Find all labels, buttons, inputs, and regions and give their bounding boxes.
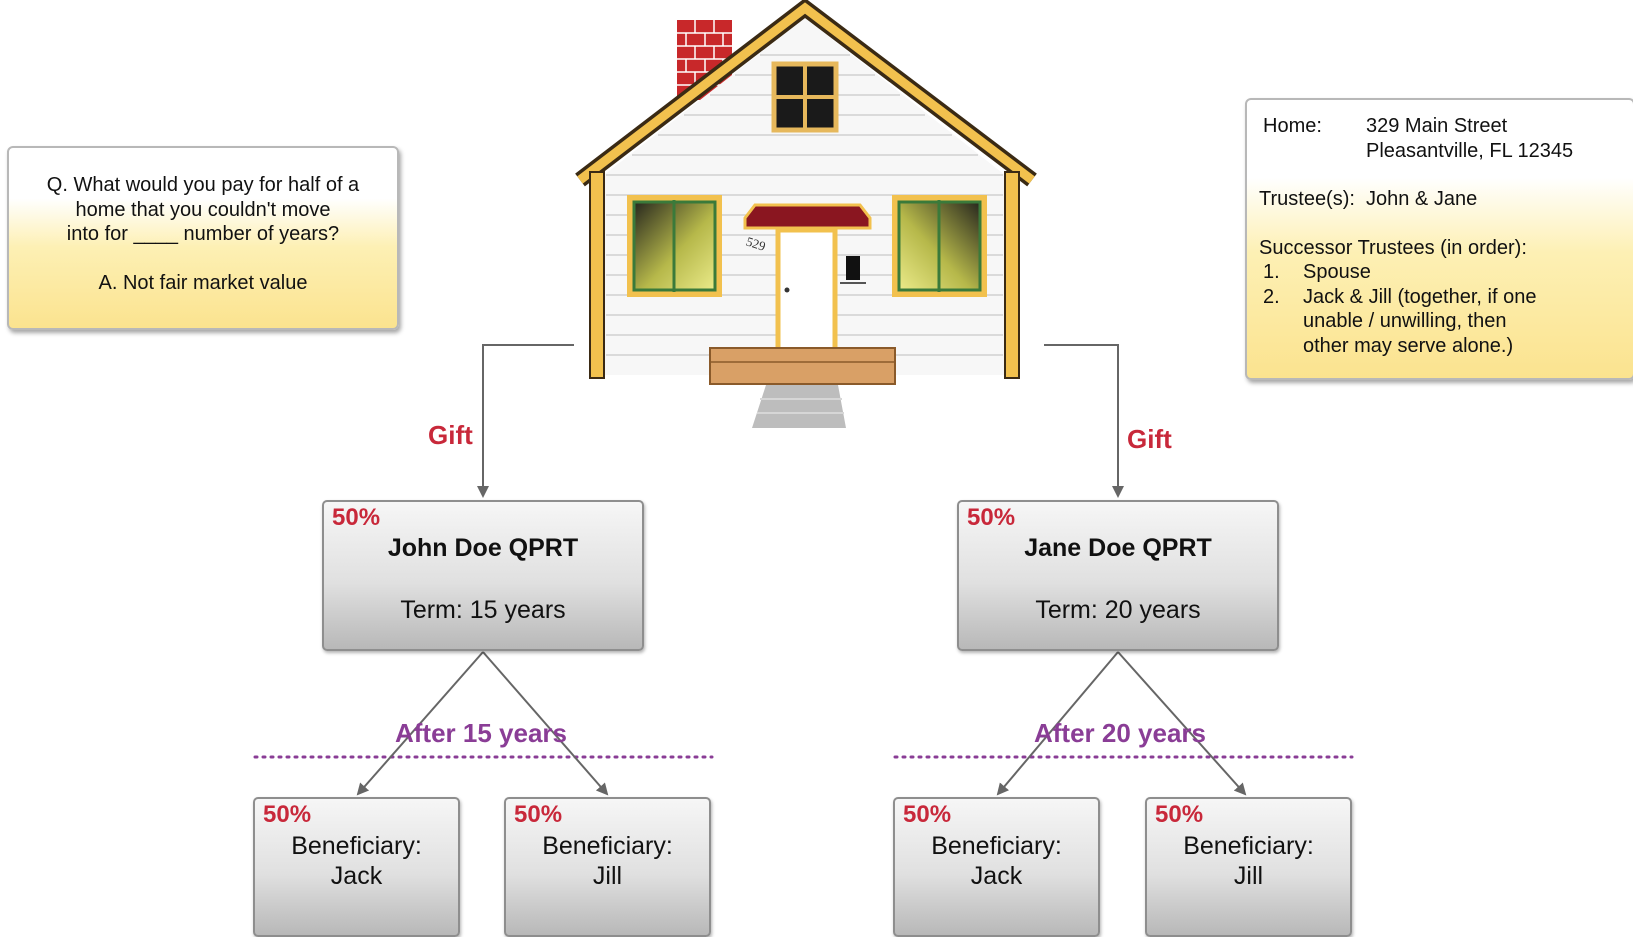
house-illustration: 529 — [575, 0, 1037, 428]
successor-text: Jack & Jill (together, if one — [1303, 285, 1537, 308]
trustees-label: Trustee(s): — [1259, 188, 1355, 210]
trustees-row: Trustee(s): John & Jane — [1259, 187, 1633, 212]
beneficiary-box-john-jill: 50% Beneficiary: Jill — [504, 797, 711, 937]
home-info-note: Home: 329 Main Street Pleasantville, FL … — [1245, 98, 1633, 380]
successor-text: other may serve alone.) — [1303, 334, 1514, 357]
beneficiary-label: Beneficiary: — [542, 832, 673, 860]
qa-question-line-3: into for ____ number of years? — [66, 223, 340, 245]
qprt-term: Term: 15 years — [400, 596, 566, 624]
beneficiary-text: Beneficiary: Jack — [895, 831, 1098, 891]
beneficiary-box-jane-jack: 50% Beneficiary: Jack — [893, 797, 1100, 937]
qprt-box-john: 50% John Doe QPRT Term: 15 years — [322, 500, 644, 651]
connector-john-jill — [482, 651, 609, 796]
house-number: 529 — [744, 234, 767, 254]
successor-item: unable / unwilling, then — [1263, 309, 1633, 334]
house-mailbox — [846, 256, 860, 280]
address-line-2: Pleasantville, FL 12345 — [1366, 139, 1574, 162]
successor-number: 2. — [1263, 285, 1280, 308]
beneficiary-label: Beneficiary: — [931, 832, 1062, 860]
house-door-awning — [743, 203, 872, 230]
qa-question-line-1: Q. What would you pay for half of a — [46, 174, 360, 196]
connector-jane-jack — [996, 651, 1119, 796]
qa-question-line-2: home that you couldn't move — [75, 198, 331, 221]
beneficiary-text: Beneficiary: Jack — [255, 831, 458, 891]
house-porch — [709, 347, 896, 385]
successor-heading: Successor Trustees (in order): — [1259, 236, 1527, 259]
successor-number — [1263, 309, 1303, 334]
successor-item: 1. Spouse — [1263, 260, 1633, 285]
home-label: Home: — [1263, 115, 1322, 137]
successor-number: 1. — [1263, 261, 1280, 283]
beneficiary-name: Jill — [592, 862, 623, 890]
beneficiary-box-jane-jill: 50% Beneficiary: Jill — [1145, 797, 1352, 937]
beneficiary-text: Beneficiary: Jill — [506, 831, 709, 891]
beneficiary-label: Beneficiary: — [1183, 832, 1314, 860]
qa-note: Q. What would you pay for half of a home… — [7, 146, 399, 330]
successor-text: Spouse — [1303, 261, 1371, 283]
qprt-box-jane: 50% Jane Doe QPRT Term: 20 years — [957, 500, 1279, 651]
gift-connector-left — [477, 344, 574, 498]
gift-label-right: Gift — [1127, 424, 1172, 454]
qprt-term: Term: 20 years — [1035, 596, 1201, 624]
beneficiary-percent: 50% — [263, 801, 312, 828]
connector-john-jack — [356, 651, 484, 796]
successor-item: other may serve alone.) — [1263, 334, 1633, 359]
qprt-percent: 50% — [332, 504, 381, 531]
successor-item: 2. Jack & Jill (together, if one — [1263, 285, 1633, 310]
beneficiary-name: Jack — [970, 862, 1023, 890]
beneficiary-percent: 50% — [903, 801, 952, 828]
after-label-left: After 15 years — [395, 718, 567, 748]
address-line-1: 329 Main Street — [1366, 115, 1508, 137]
beneficiary-percent: 50% — [514, 801, 563, 828]
beneficiary-box-john-jack: 50% Beneficiary: Jack — [253, 797, 460, 937]
beneficiary-label: Beneficiary: — [291, 832, 422, 860]
gift-label-left: Gift — [428, 420, 473, 450]
trustees-value: John & Jane — [1366, 188, 1478, 210]
qprt-percent: 50% — [967, 504, 1016, 531]
qa-answer: A. Not fair market value — [98, 271, 308, 294]
home-address: 329 Main Street Pleasantville, FL 12345 — [1366, 114, 1573, 163]
connector-jane-jill — [1117, 651, 1247, 796]
home-row: Home: 329 Main Street Pleasantville, FL … — [1263, 114, 1633, 163]
successor-text: unable / unwilling, then — [1303, 310, 1507, 332]
gift-connector-right — [1044, 344, 1124, 498]
successor-list: 1. Spouse 2. Jack & Jill (together, if one… — [1263, 260, 1633, 358]
qprt-title: John Doe QPRT — [387, 534, 579, 562]
after-label-right: After 20 years — [1034, 718, 1206, 748]
successor-number — [1263, 334, 1303, 359]
beneficiary-text: Beneficiary: Jill — [1147, 831, 1350, 891]
house-steps — [752, 385, 846, 428]
house-door — [775, 227, 838, 361]
qprt-title: Jane Doe QPRT — [1024, 534, 1212, 562]
beneficiary-name: Jill — [1233, 862, 1264, 890]
beneficiary-name: Jack — [330, 862, 383, 890]
beneficiary-percent: 50% — [1155, 801, 1204, 828]
